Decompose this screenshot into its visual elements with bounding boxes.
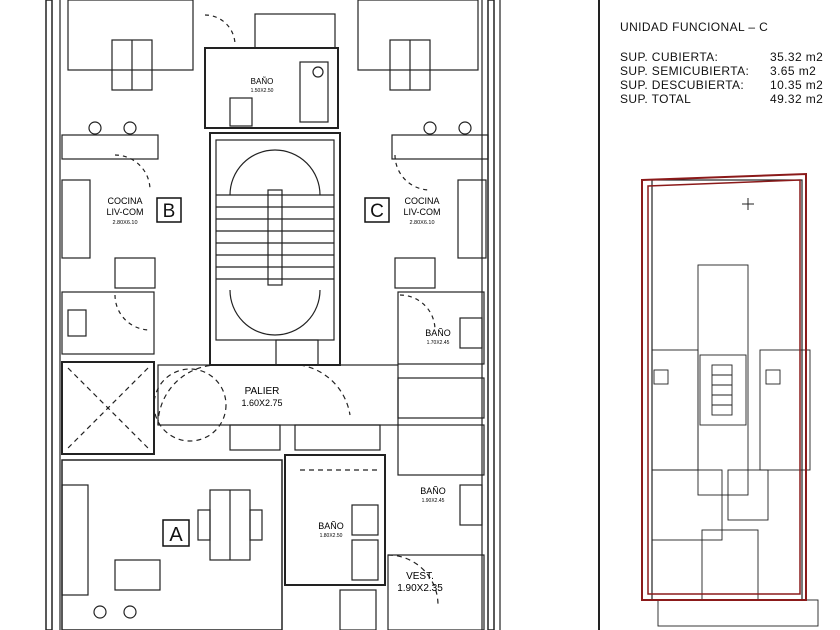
unit-c-dims: 2.80X6.10 [409,220,434,226]
unit-b-room2: LIV-COM [106,207,143,217]
bano-right2-dims: 1.90X2.45 [422,498,445,504]
bano-right1-label: BAÑO [425,328,451,338]
floor-plan: B C A COCINA LIV-COM 2.80X6.10 COCINA LI… [45,0,501,630]
bano-right2-label: BAÑO [420,486,446,496]
sheet-divider [598,0,600,630]
bano-right1-dims: 1.70X2.45 [427,340,450,346]
area-label: SUP. TOTAL [620,92,692,106]
bano-center-dims: 1.80X2.50 [320,533,343,539]
unit-title: UNIDAD FUNCIONAL – C [620,20,769,34]
vest-label: VEST. [406,571,434,582]
area-value: 3.65 m2 [770,64,817,78]
area-label: SUP. DESCUBIERTA: [620,78,745,92]
key-plan [641,172,819,627]
area-value: 49.32 m2 [770,92,824,106]
unit-info-panel: UNIDAD FUNCIONAL – C SUP. CUBIERTA: 35.3… [620,18,840,106]
area-label: SUP. SEMICUBIERTA: [620,64,750,78]
unit-b-room: COCINA [107,196,142,206]
area-row: SUP. SEMICUBIERTA: 3.65 m2 [620,64,840,78]
unit-a-letter: A [169,524,183,546]
unit-c-letter: C [370,201,384,222]
area-row: SUP. DESCUBIERTA: 10.35 m2 [620,78,840,92]
area-row: SUP. TOTAL 49.32 m2 [620,92,840,106]
palier-label: PALIER [245,386,280,397]
area-row: SUP. CUBIERTA: 35.32 m2 [620,50,840,64]
palier-dims: 1.60X2.75 [241,398,282,408]
area-value: 10.35 m2 [770,78,824,92]
unit-b-dims: 2.80X6.10 [112,220,137,226]
area-value: 35.32 m2 [770,50,824,64]
unit-c-room2: LIV-COM [403,207,440,217]
vest-dims: 1.90X2.35 [397,583,443,594]
unit-b-letter: B [163,201,176,222]
bano-center-label: BAÑO [318,521,344,531]
area-label: SUP. CUBIERTA: [620,50,719,64]
bano-top-label: BAÑO [251,77,274,86]
bano-top-dims: 1.50X2.50 [251,88,274,94]
unit-c-room: COCINA [404,196,439,206]
